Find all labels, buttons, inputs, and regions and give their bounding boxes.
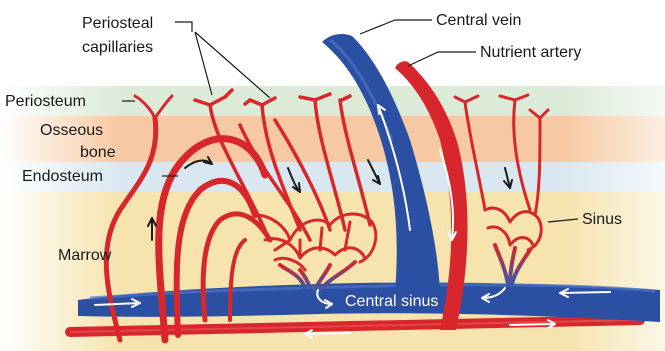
label-osseous: Osseous (40, 122, 103, 139)
leader-nutrient-artery (408, 52, 476, 66)
label-endosteum: Endosteum (22, 168, 103, 185)
label-periosteum: Periosteum (5, 93, 86, 110)
leader-central-vein (360, 20, 432, 34)
label-nutrient-artery: Nutrient artery (480, 44, 581, 61)
label-periosteal-capillaries-1: Periosteal (82, 15, 153, 32)
bottom-artery-arrow-left (305, 333, 350, 334)
bottom-artery-arrow-right (510, 324, 555, 325)
label-periosteal-capillaries-2: capillaries (82, 39, 153, 56)
sinus-arrow-right (560, 292, 610, 293)
label-marrow: Marrow (58, 247, 112, 264)
label-sinus: Sinus (582, 211, 622, 228)
label-bone: bone (80, 144, 116, 161)
label-central-vein: Central vein (436, 12, 521, 29)
label-central-sinus: Central sinus (345, 293, 438, 310)
